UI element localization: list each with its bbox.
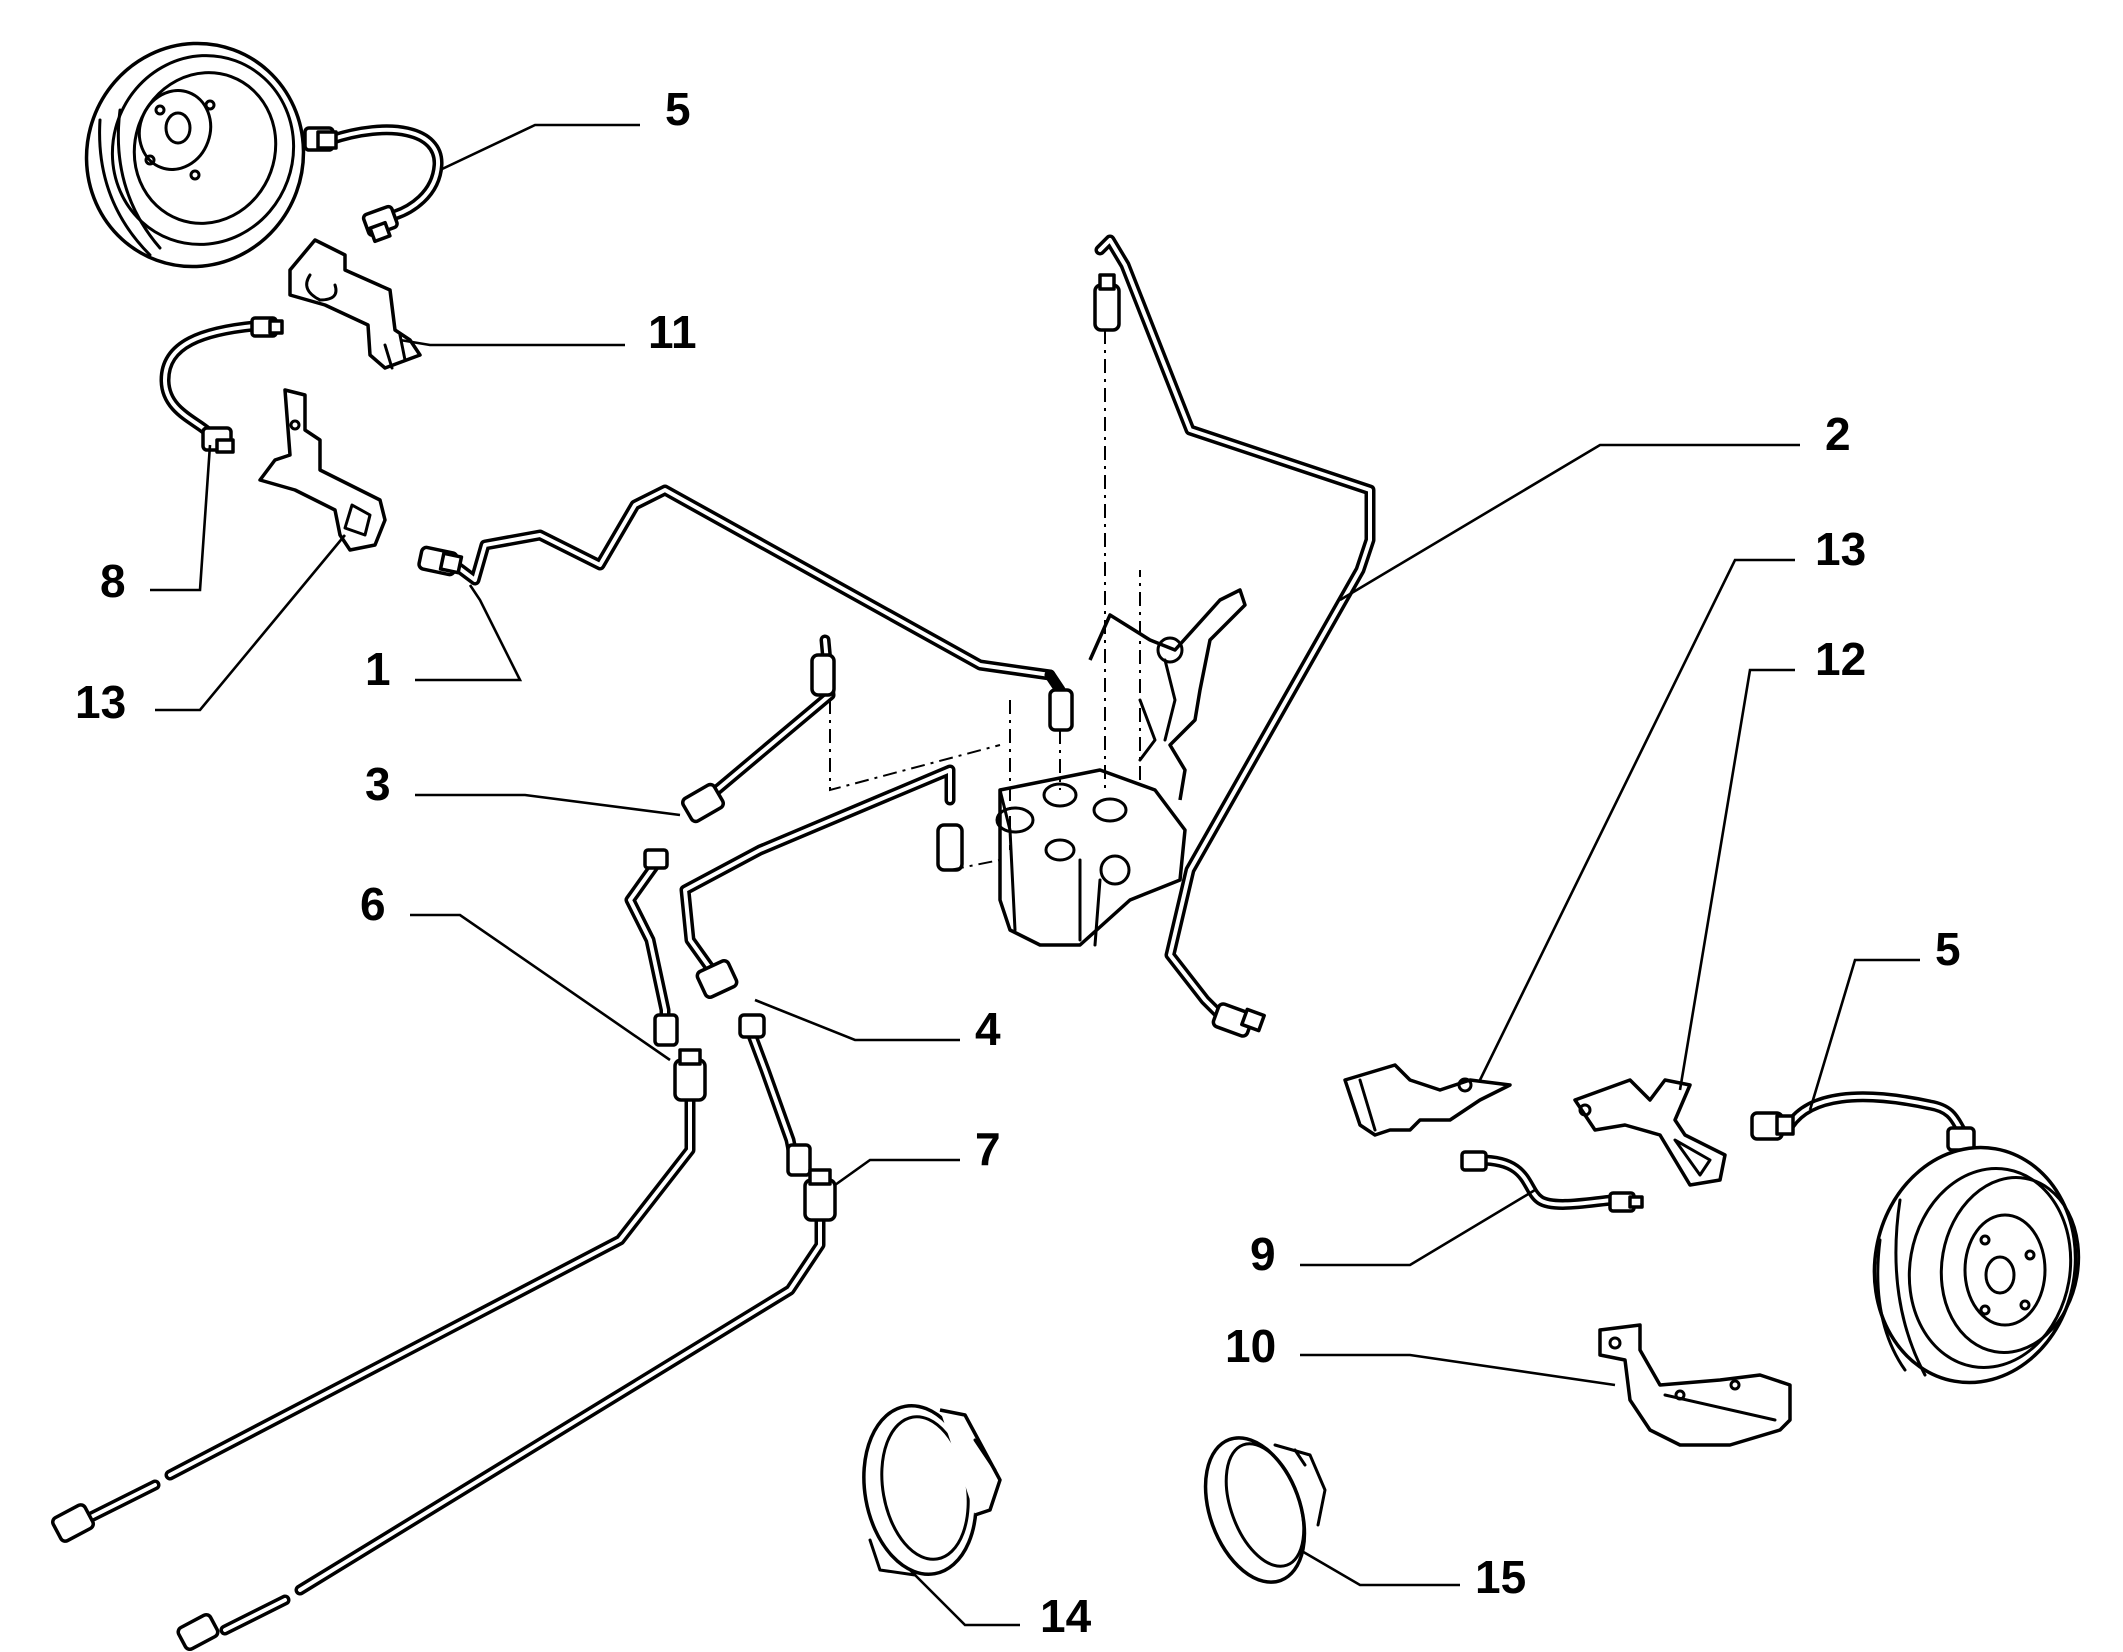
flex-hose-segment-right bbox=[738, 1013, 812, 1177]
brake-pipe-6 bbox=[51, 1048, 707, 1543]
callout-12: 12 bbox=[1815, 633, 1866, 685]
pressure-regulator-valve bbox=[995, 588, 1247, 947]
brake-hose-9 bbox=[1460, 1150, 1644, 1213]
callout-7: 7 bbox=[975, 1123, 1001, 1175]
brake-hose-8 bbox=[159, 316, 284, 454]
callout-5-right: 5 bbox=[1935, 923, 1961, 975]
brake-drum-right bbox=[1872, 1145, 2081, 1385]
callout-13-left: 13 bbox=[75, 676, 126, 728]
bracket-13-right bbox=[1343, 1063, 1512, 1137]
brake-drum-left bbox=[84, 41, 306, 269]
callout-14: 14 bbox=[1040, 1590, 1092, 1642]
callout-labels: 5 11 8 13 1 3 6 4 7 2 13 12 5 9 10 14 15 bbox=[75, 83, 1961, 1642]
brake-pipe-3 bbox=[680, 634, 836, 824]
callout-15: 15 bbox=[1475, 1551, 1526, 1603]
bracket-13-left bbox=[258, 388, 387, 552]
callout-8: 8 bbox=[100, 555, 126, 607]
brake-pipe-7 bbox=[176, 1168, 837, 1652]
brake-pipe-1 bbox=[417, 484, 1074, 732]
callout-2: 2 bbox=[1825, 408, 1851, 460]
callout-4: 4 bbox=[975, 1003, 1001, 1055]
heat-shield-10 bbox=[1598, 1323, 1792, 1447]
callout-6: 6 bbox=[360, 878, 386, 930]
brake-hose-5-right bbox=[1750, 1091, 1976, 1152]
pipe-clip-15 bbox=[1203, 1436, 1327, 1584]
brake-hose-5-top bbox=[303, 124, 444, 244]
callout-1: 1 bbox=[365, 643, 391, 695]
callout-11: 11 bbox=[648, 306, 697, 358]
callout-9: 9 bbox=[1250, 1228, 1276, 1280]
leader-lines bbox=[150, 123, 1920, 1627]
brake-pipe-4 bbox=[679, 764, 964, 999]
bracket-11 bbox=[288, 238, 422, 370]
pipe-clip-14 bbox=[862, 1403, 1002, 1577]
flex-hose-segment-left bbox=[624, 848, 679, 1047]
callout-10: 10 bbox=[1225, 1320, 1276, 1372]
callout-5-top: 5 bbox=[665, 83, 691, 135]
callout-13-right: 13 bbox=[1815, 523, 1866, 575]
dashed-assembly-lines bbox=[829, 330, 1141, 871]
brake-pipe-2 bbox=[1093, 234, 1376, 1038]
callout-3: 3 bbox=[365, 758, 391, 810]
bracket-12 bbox=[1573, 1078, 1727, 1187]
